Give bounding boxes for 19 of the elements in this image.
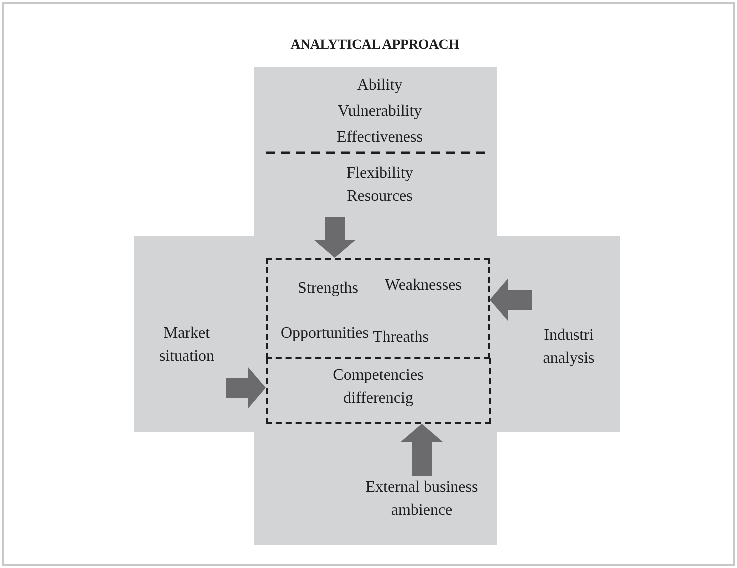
- node-text: Threaths: [373, 328, 429, 348]
- block-arrow: [490, 279, 532, 321]
- node-text: Strengths: [298, 279, 358, 299]
- title: ANALYTICAL APPROACH: [290, 38, 460, 54]
- node-text: Market situation: [158, 324, 216, 367]
- node-text: External business ambience: [364, 478, 480, 521]
- node-text: Weaknesses: [385, 276, 462, 296]
- node-text: Ability: [357, 76, 403, 96]
- node-text: Effectiveness: [337, 128, 423, 148]
- dashed-box: [266, 258, 490, 359]
- block-arrow: [401, 424, 443, 476]
- block-arrow: [226, 367, 266, 409]
- node-text: Competencies differencig: [332, 366, 425, 409]
- dashed-box: [266, 358, 491, 424]
- node-text: Industri analysis: [542, 326, 596, 369]
- node-text: Vulnerability: [338, 102, 422, 122]
- node-text: Flexibility Resources: [346, 164, 414, 207]
- node-text: Opportunities: [281, 324, 369, 344]
- block-arrow: [314, 217, 356, 258]
